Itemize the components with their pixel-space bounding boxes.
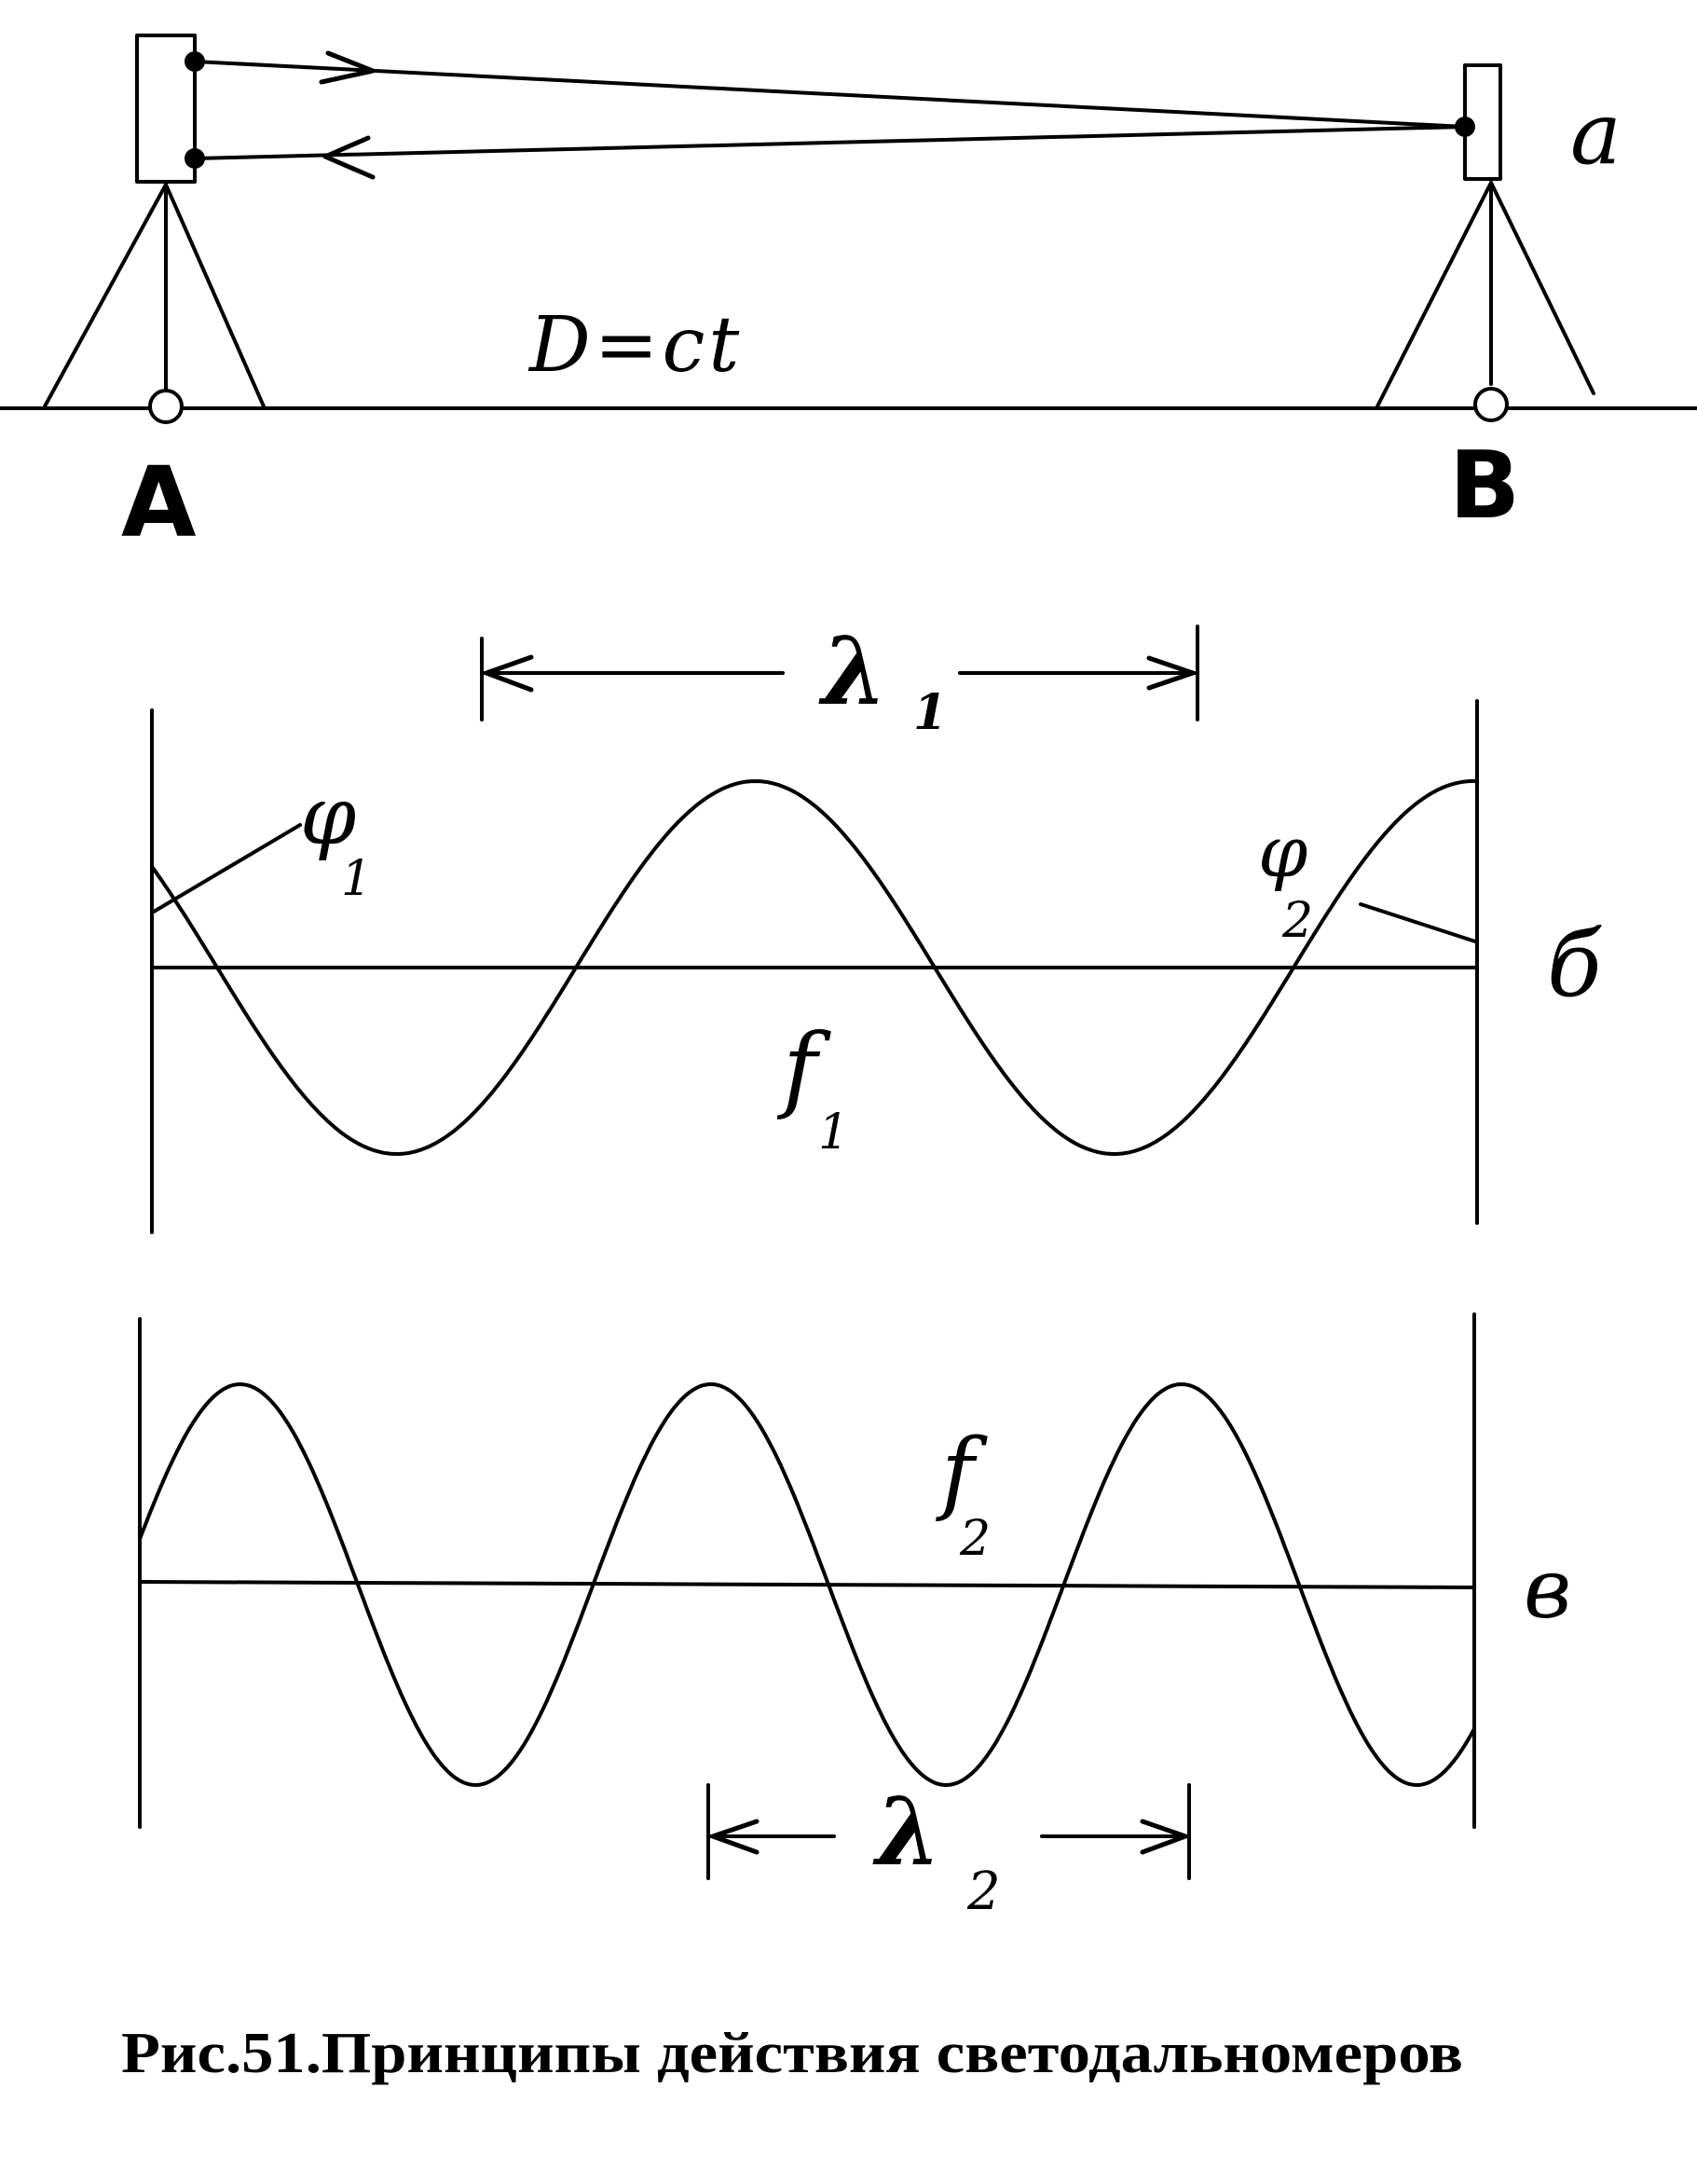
emitted-ray-arrowhead	[319, 50, 376, 85]
panel-a-setup: a D=ct A B	[0, 34, 1697, 559]
figure-caption: Рис.51.Принципы действия светодальномеро…	[121, 2022, 1463, 2085]
returned-ray-arrowhead	[322, 135, 376, 180]
station-mark-b	[1473, 387, 1509, 422]
returned-ray	[193, 125, 1467, 160]
tripod-b-left-leg	[1375, 181, 1493, 408]
phi1-leader	[152, 823, 302, 913]
phi2-symbol: φ	[1258, 810, 1307, 893]
f1-subscript: 1	[818, 1105, 849, 1161]
panel-b-label: б	[1547, 913, 1602, 1017]
phi1-subscript: 1	[341, 851, 372, 907]
lambda1-right-arrowhead	[1146, 655, 1196, 691]
tripod-b-right-leg	[1489, 181, 1595, 395]
wave-f1-curve	[150, 779, 1479, 1156]
panel-v-label: в	[1524, 1541, 1571, 1637]
reflector-label: a	[1570, 84, 1622, 184]
f2-subscript: 2	[959, 1511, 991, 1567]
reflector-dot	[1455, 117, 1475, 137]
rangefinder-body	[135, 34, 197, 184]
emitted-ray	[193, 60, 1467, 129]
phi1-symbol: φ	[300, 770, 356, 863]
emitter-dot	[185, 51, 205, 72]
phi2-leader	[1359, 902, 1477, 943]
lambda1-symbol: λ	[818, 616, 887, 726]
lambda2-subscript: 2	[966, 1861, 1001, 1922]
lambda1-left-arrowhead	[484, 654, 534, 693]
wave2-axis	[138, 1580, 1476, 1589]
panel-v-wave-f2: f 2 в λ 2	[138, 1312, 1571, 1922]
station-mark-a	[148, 389, 184, 424]
lambda2-right-arrowhead	[1140, 1819, 1188, 1855]
distance-formula: D=ct	[527, 301, 743, 390]
lambda2-symbol: λ	[872, 1777, 941, 1887]
point-a-label: A	[121, 446, 197, 559]
f2-symbol: f	[936, 1420, 988, 1524]
lambda1-subscript: 1	[913, 684, 947, 741]
panel-b-wave-f1: λ 1 φ 1 φ 2 f 1 б	[150, 616, 1602, 1234]
receiver-dot	[185, 148, 205, 169]
tripod-a-left-leg	[43, 183, 168, 408]
lambda2-left-arrowhead	[710, 1819, 760, 1855]
point-b-label: B	[1449, 431, 1520, 540]
wave-f2-curve	[138, 1382, 1476, 1787]
tripod-a-right-leg	[164, 183, 266, 408]
phi2-subscript: 2	[1281, 893, 1313, 949]
